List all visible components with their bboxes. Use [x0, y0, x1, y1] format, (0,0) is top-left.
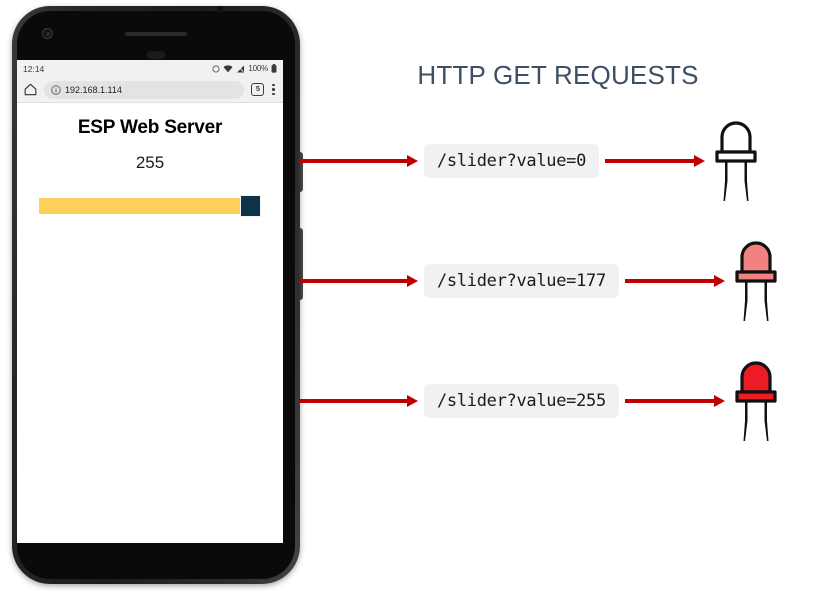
status-icons: 100%	[212, 64, 277, 73]
slider-thumb[interactable]	[240, 195, 261, 217]
arrow-url-to-led-icon	[605, 155, 706, 167]
home-icon[interactable]	[24, 83, 37, 96]
slider-track[interactable]	[39, 198, 261, 214]
volume-button[interactable]	[298, 228, 303, 300]
led-icon	[735, 361, 777, 441]
page-title: ESP Web Server	[77, 117, 223, 138]
request-url-chip: /slider?value=0	[424, 144, 600, 178]
status-time: 12:14	[23, 63, 45, 74]
circle-icon	[212, 65, 220, 72]
brightness-slider[interactable]	[39, 195, 261, 217]
request-url-chip: /slider?value=255	[424, 384, 619, 418]
arrow-phone-to-url-icon	[300, 155, 418, 167]
earpiece-speaker	[125, 32, 187, 36]
proximity-sensor	[146, 51, 166, 59]
page-heading: HTTP GET REQUESTS	[417, 60, 699, 90]
battery-icon	[271, 64, 277, 73]
phone-screen: 12:14 100%	[17, 60, 283, 543]
power-button[interactable]	[298, 152, 303, 192]
led-icon	[715, 121, 757, 201]
arrow-url-to-led-icon	[624, 275, 725, 287]
arrow-url-to-led-icon	[624, 395, 725, 407]
arrow-phone-to-url-icon	[300, 275, 418, 287]
kebab-menu-icon[interactable]	[271, 83, 276, 96]
slider-value-readout: 255	[135, 153, 165, 172]
led-indicator	[725, 359, 787, 443]
browser-toolbar: 192.168.1.114 5	[17, 77, 283, 103]
info-circle-icon	[51, 84, 61, 95]
led-icon	[735, 241, 777, 321]
front-camera-icon	[42, 28, 53, 39]
request-row: /slider?value=177	[300, 241, 828, 321]
status-bar: 12:14 100%	[17, 60, 283, 77]
request-row: /slider?value=0	[300, 121, 828, 201]
led-indicator	[725, 239, 787, 323]
antenna-line	[217, 6, 223, 12]
arrow-phone-to-url-icon	[300, 395, 418, 407]
web-page-content: ESP Web Server 255	[17, 103, 283, 543]
request-row: /slider?value=255	[300, 361, 828, 441]
signal-bars-icon	[237, 64, 245, 73]
battery-percent: 100%	[248, 64, 268, 73]
request-url-chip: /slider?value=177	[424, 264, 619, 298]
url-bar[interactable]: 192.168.1.114	[44, 80, 245, 99]
wifi-icon	[223, 64, 233, 72]
tab-switcher-button[interactable]: 5	[251, 83, 265, 96]
led-indicator	[705, 119, 767, 203]
phone-mockup: 12:14 100%	[12, 6, 303, 584]
url-text: 192.168.1.114	[65, 84, 122, 95]
